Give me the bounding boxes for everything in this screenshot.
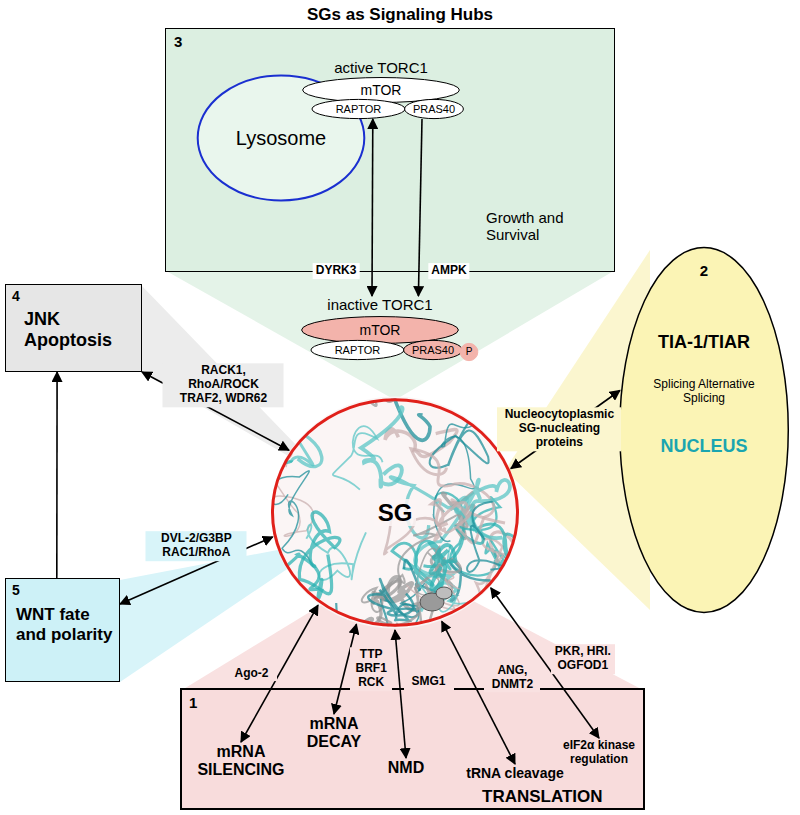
connector-arrow xyxy=(395,630,406,758)
panel-box: 1TRANSLATION mRNA SILENCINGmRNA DECAY NMD t… xyxy=(180,688,645,810)
ellipse-shape xyxy=(620,248,789,613)
node-text: TIA-1/TIAR xyxy=(618,332,790,353)
edge-label: PKR, HRI. OGFOD1 xyxy=(551,644,615,674)
function-label: mRNA SILENCING xyxy=(190,742,292,780)
node-text: 3 xyxy=(174,33,182,50)
node-text: 5 xyxy=(12,582,20,598)
raptor-ellipse: RAPTOR xyxy=(311,99,406,119)
connector-arrow xyxy=(56,372,58,578)
rna-strands xyxy=(235,316,571,697)
connector-arrow xyxy=(442,621,515,764)
edge-label: Nucleocytoplasmic SG-nucleating proteins xyxy=(497,408,621,451)
raptor-ellipse: RAPTOR xyxy=(310,340,405,360)
node-text: Lysosome xyxy=(236,127,326,150)
ellipse-outline xyxy=(618,240,790,620)
phospho-circle: P xyxy=(460,343,478,361)
edge-label: TTP BRF1 RCK xyxy=(350,647,392,690)
rna-strand xyxy=(465,365,508,413)
pras40-ellipse: PRAS40 xyxy=(403,340,463,360)
title: SGs as Signaling Hubs xyxy=(0,5,800,25)
node-text: Splicing Alternative Splicing xyxy=(644,378,764,406)
edge-label: ANG, DNMT2 xyxy=(484,663,540,693)
edge-label: DVL-2/G3BP RAC1/RhoA xyxy=(146,532,247,562)
function-label: tRNA cleavage xyxy=(460,764,570,782)
node-text: inactive TORC1 xyxy=(300,296,460,313)
ellipse-shape xyxy=(312,99,405,118)
sg-ground xyxy=(271,397,519,629)
rna-strand xyxy=(361,407,402,487)
ribosome-icon xyxy=(420,587,452,611)
node-text: JNK Apoptosis xyxy=(24,309,132,350)
mtor-ellipse: active TORC1mTOR xyxy=(301,59,461,103)
rna-strand xyxy=(299,512,340,594)
rna-strand xyxy=(377,584,433,648)
node-text: RAPTOR xyxy=(335,344,381,357)
node-text: 2 xyxy=(618,262,790,279)
node-text: TRANSLATION xyxy=(482,787,603,807)
node-text: active TORC1 xyxy=(301,59,461,76)
function-label: mRNA DECAY xyxy=(296,714,372,752)
node-text: 4 xyxy=(12,288,20,304)
node-text: mTOR xyxy=(300,316,460,344)
box-fill xyxy=(5,578,120,682)
panel-box: 3Growth and Survival Lysosome active TORC1… xyxy=(165,28,615,272)
edge-label: RACK1, RhoA/ROCK TRAF2, WDR62 xyxy=(163,363,284,406)
node-text: tRNA cleavage xyxy=(466,765,564,781)
rna-strand xyxy=(430,545,455,589)
ellipse-shape xyxy=(405,99,464,118)
node-text: 1 xyxy=(189,694,197,711)
node-text: RAPTOR xyxy=(336,103,382,116)
pras40-ellipse: PRAS40 xyxy=(404,99,464,119)
function-label: NMD xyxy=(382,758,430,778)
ellipse-shape xyxy=(311,340,404,359)
box-fill xyxy=(5,284,142,372)
mtor-ellipse: inactive TORC1 mTOR xyxy=(300,296,460,344)
function-label: eIF2α kinase regulation xyxy=(555,738,643,768)
node-text: WNT fate and polarity xyxy=(16,605,116,644)
rna-strand xyxy=(434,377,499,423)
panel-box: 5WNT fate and polarity xyxy=(5,578,120,682)
node-text: SG xyxy=(374,499,417,527)
stress-granule: SG xyxy=(270,395,520,630)
panel-box: 4JNK Apoptosis xyxy=(5,284,142,372)
rna-strand xyxy=(266,591,340,631)
node-text: NMD xyxy=(388,759,424,777)
rna-strand xyxy=(432,500,506,541)
connector-arrow xyxy=(418,119,422,296)
node-text: NUCLEUS xyxy=(618,436,790,457)
ellipse-shape xyxy=(460,343,478,360)
edge-label: AMPK xyxy=(428,263,469,279)
rna-strand xyxy=(467,502,532,579)
nucleus-ellipse: 2TIA-1/TIAR Splicing Alternative Splicing… xyxy=(618,240,790,620)
edge-label: Ago-2 xyxy=(227,666,277,682)
rna-strand xyxy=(306,525,366,580)
connector-arrow xyxy=(371,119,373,296)
node-text: mRNA DECAY xyxy=(296,715,372,752)
edge-label: DYRK3 xyxy=(313,263,360,279)
edge-label: SMG1 xyxy=(404,674,454,690)
node-text: P xyxy=(466,346,473,358)
box-fills xyxy=(5,28,645,810)
node-text: Growth and Survival xyxy=(486,209,606,244)
node-text: PRAS40 xyxy=(413,103,455,116)
ellipse-shape xyxy=(404,340,463,359)
rna-strand xyxy=(368,579,413,620)
box-fill xyxy=(165,28,615,272)
node-text: mRNA SILENCING xyxy=(190,743,292,780)
ellipse-shape xyxy=(273,400,518,626)
node-text: eIF2α kinase regulation xyxy=(555,739,643,767)
node-text: PRAS40 xyxy=(412,344,454,357)
